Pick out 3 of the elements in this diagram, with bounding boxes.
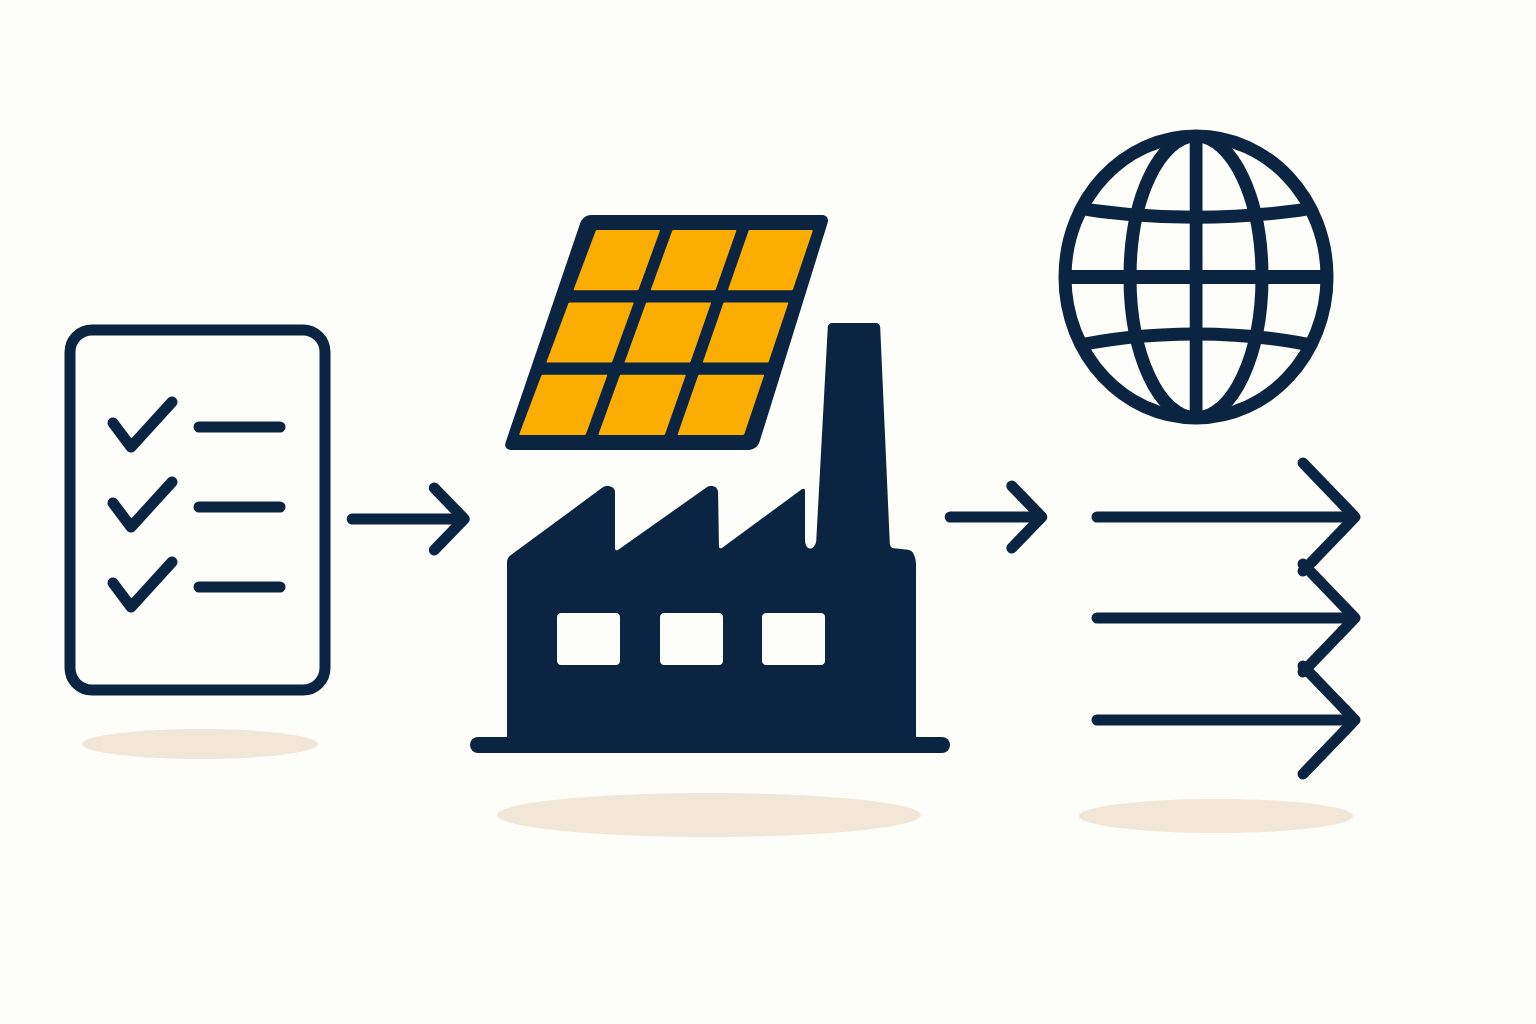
arrows-icon xyxy=(1091,457,1361,780)
checklist-icon xyxy=(64,324,331,696)
factory-icon xyxy=(470,323,950,753)
